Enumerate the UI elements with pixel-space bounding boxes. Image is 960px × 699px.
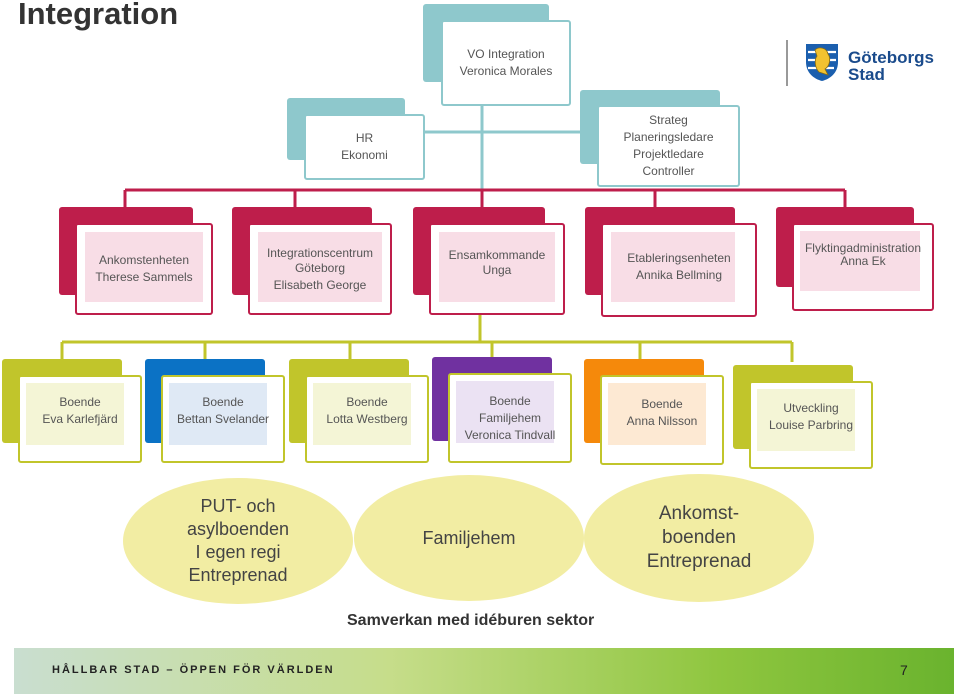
- node-utveckling: Utveckling Louise Parbring: [733, 365, 875, 471]
- node-line: Strateg: [649, 113, 688, 127]
- node-line: Flyktingadministration: [804, 241, 922, 255]
- node-line: Ankomstenheten: [98, 253, 190, 267]
- node-boende-bettan: Boende Bettan Svelander: [145, 359, 287, 465]
- node-hr-ekonomi: HR Ekonomi: [287, 98, 427, 182]
- ellipse-ankomstboenden: Ankomst- boenden Entreprenad: [584, 474, 814, 602]
- node-etableringsenheten: Etableringsenheten Annika Bellming: [585, 207, 759, 317]
- node-line: Lotta Westberg: [326, 412, 408, 426]
- node-line: Boende: [489, 393, 531, 408]
- node-line: Therese Sammels: [95, 270, 193, 284]
- ellipse-line: asylboenden: [186, 519, 290, 539]
- node-boende-lotta: Boende Lotta Westberg: [289, 359, 431, 465]
- node-boende-anna: Boende Anna Nilsson: [584, 359, 726, 467]
- logo-divider: [786, 40, 788, 86]
- node-ensamkommande: Ensamkommande Unga: [413, 207, 567, 315]
- node-line: VO Integration: [467, 47, 545, 61]
- node-boende-eva: Boende Eva Karlefjärd: [2, 359, 144, 465]
- node-line: Familjehem: [478, 410, 541, 425]
- node-line: Ekonomi: [341, 148, 388, 162]
- node-line: Boende: [202, 395, 244, 409]
- ellipse-familjehem: Familjehem: [354, 475, 584, 601]
- node-line: Louise Parbring: [768, 418, 854, 432]
- node-line: Veronica Tindvall: [464, 427, 556, 442]
- node-line: Eva Karlefjärd: [42, 412, 118, 426]
- node-line: Projektledare: [633, 147, 704, 161]
- node-boende-familjehem: Boende Familjehem Veronica Tindvall: [432, 357, 574, 465]
- node-line: Unga: [482, 263, 512, 277]
- node-line: Göteborg: [294, 260, 346, 275]
- logo-line: Stad: [848, 65, 885, 84]
- ellipse-line: boenden: [662, 527, 736, 548]
- node-ankomstenheten: Ankomstenheten Therese Sammels: [59, 207, 215, 315]
- ellipse-line: Entreprenad: [646, 551, 752, 572]
- page-title: Integration: [18, 0, 179, 31]
- node-line: Bettan Svelander: [176, 412, 270, 426]
- page-number: 7: [900, 662, 908, 678]
- goteborgs-stad-logo: Göteborgs Stad: [786, 40, 936, 86]
- ellipse-line: Familjehem: [422, 527, 516, 548]
- footer-slogan: HÅLLBAR STAD – ÖPPEN FÖR VÄRLDEN: [52, 664, 335, 676]
- footer-band: [14, 648, 954, 694]
- node-line: Anna Nilsson: [626, 414, 698, 428]
- node-line: Integrationscentrum: [266, 245, 374, 260]
- ellipse-line: Entreprenad: [188, 565, 288, 585]
- node-flyktingadministration: Flyktingadministration Anna Ek: [776, 207, 936, 311]
- node-line: Boende: [641, 397, 683, 411]
- node-line: Elisabeth George: [273, 277, 367, 292]
- node-strateg: Strateg Planeringsledare Projektledare C…: [580, 90, 742, 188]
- node-line: Boende: [346, 395, 388, 409]
- node-vo-integration: VO Integration Veronica Morales: [423, 4, 573, 108]
- ellipse-line: I egen regi: [195, 542, 281, 562]
- node-line: Ensamkommande: [448, 248, 546, 262]
- node-line: Veronica Morales: [459, 64, 553, 78]
- ellipse-line: PUT- och: [200, 496, 276, 516]
- node-line: Annika Bellming: [635, 268, 723, 282]
- node-integrationscentrum: Integrationscentrum Göteborg Elisabeth G…: [232, 207, 394, 315]
- node-line: Anna Ek: [840, 254, 886, 268]
- ellipse-line: Ankomst-: [658, 503, 740, 524]
- node-line: Utveckling: [783, 401, 839, 415]
- node-line: Controller: [642, 164, 695, 178]
- coat-of-arms-icon: [806, 44, 838, 81]
- ellipse-put-asylboenden: PUT- och asylboenden I egen regi Entrepr…: [123, 478, 353, 604]
- node-line: HR: [355, 131, 374, 145]
- node-line: Planeringsledare: [623, 130, 714, 144]
- logo-line: Göteborgs: [848, 48, 934, 67]
- node-line: Etableringsenheten: [627, 251, 731, 265]
- node-line: Boende: [59, 395, 101, 409]
- sector-caption: Samverkan med idéburen sektor: [347, 612, 595, 629]
